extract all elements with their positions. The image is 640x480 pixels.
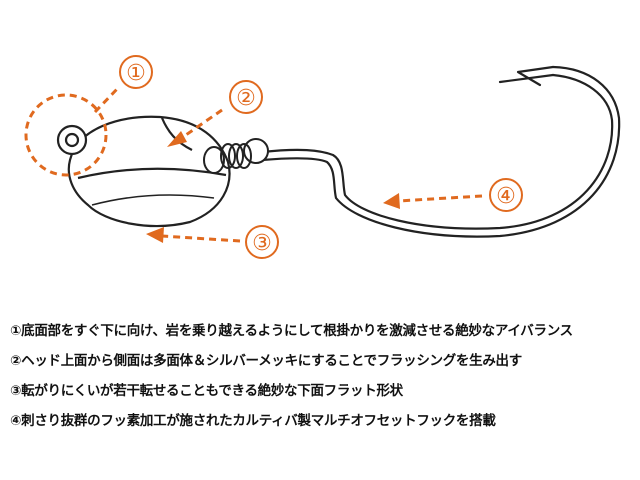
jig-head: [67, 115, 231, 228]
feature-item-4: ④刺さり抜群のフッ素加工が施されたカルティバ製マルチオフセットフックを搭載: [10, 413, 496, 429]
callout-2: ②: [167, 80, 263, 147]
rear-eye-and-coil: [203, 138, 269, 174]
offset-hook: [260, 65, 621, 238]
feature-list: ①底面部をすぐ下に向け、岩を乗り越えるようにして根掛かりを激減させる絶妙なアイバ…: [10, 316, 634, 436]
feature-item-1: ①底面部をすぐ下に向け、岩を乗り越えるようにして根掛かりを激減させる絶妙なアイバ…: [10, 323, 573, 339]
callout-4-label: ④: [496, 184, 516, 209]
line-tie-eye: [56, 124, 88, 156]
callout-1-label: ①: [126, 61, 146, 86]
callout-2-label: ②: [236, 86, 256, 111]
callout-4: ④: [383, 178, 523, 212]
callout-1: ①: [24, 55, 153, 177]
callout-3-label: ③: [252, 231, 272, 256]
jig-head-diagram: ① ② ③ ④: [24, 55, 621, 259]
feature-item-2: ②ヘッド上面から側面は多面体＆シルバーメッキにすることでフラッシングを生み出す: [10, 353, 522, 369]
callout-3: ③: [146, 225, 279, 259]
feature-item-3: ③転がりにくいが若干転せることもできる絶妙な下面フラット形状: [10, 383, 403, 399]
